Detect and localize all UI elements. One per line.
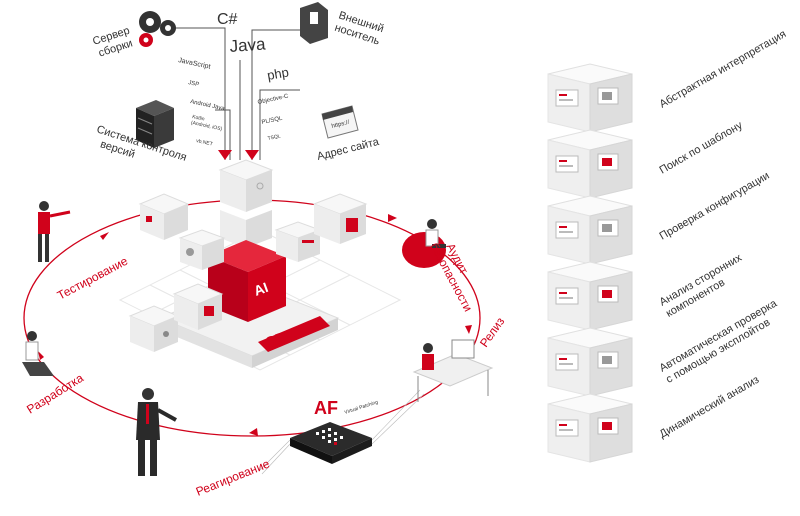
developer-figure: [22, 331, 54, 376]
af-device: [290, 422, 372, 464]
lang-android-java: Android Java: [190, 99, 226, 112]
middle-cube: [220, 210, 272, 248]
cycle-arrow: [388, 214, 397, 222]
input-arrow: [245, 150, 259, 160]
release-figure: [412, 339, 494, 402]
lang-vbnet: vb.NET: [196, 138, 214, 147]
tester-figure: [38, 201, 71, 262]
cycle-arrow: [249, 428, 258, 436]
auditor-figure: [402, 219, 446, 268]
module-cube: [178, 229, 226, 270]
scanner-cube: [218, 159, 274, 212]
lang-javascript: JavaScript: [178, 57, 211, 71]
analysis-cube: [547, 195, 633, 265]
cycle-arrow: [465, 325, 472, 334]
module-cube: [138, 193, 190, 240]
lang-csharp: C#: [217, 11, 238, 28]
cycle-arrow: [38, 351, 44, 360]
site-address-label: Адрес сайта: [316, 136, 381, 163]
af-label: AF: [314, 398, 338, 418]
cycle-arrow: [100, 232, 109, 240]
lang-jsp: JSP: [188, 80, 200, 88]
analysis-label: Поиск по шаблону: [658, 119, 746, 176]
af-sublabel: Virtual Patching: [344, 399, 379, 416]
external-media-label: Внешний носитель: [333, 9, 388, 48]
analysis-label: Анализ стороннихкомпонентов: [658, 252, 751, 320]
lang-kotlin: Kotlin (Android, iOS): [190, 114, 224, 132]
analysis-label: Проверка конфигурации: [658, 170, 772, 243]
module-cube: [274, 221, 322, 262]
lang-tsql: TSQL: [267, 133, 281, 142]
module-cube: [312, 193, 368, 244]
module-cube: [128, 305, 180, 352]
lang-php: php: [266, 64, 290, 83]
af-cables: [259, 389, 425, 475]
source-lines: [172, 27, 300, 160]
usb-drive-icon: [300, 2, 328, 44]
lang-plsql: PL/SQL: [261, 116, 283, 126]
url-text: https://: [331, 120, 350, 130]
analysis-label: Абстрактная интерпретация: [658, 28, 789, 110]
analysis-cube: [547, 129, 633, 199]
stage-testing-label: Тестирование: [55, 254, 131, 303]
build-server-label: Сервер сборки: [91, 24, 138, 61]
stage-release-label: Релиз: [477, 314, 508, 349]
ai-label: AI: [252, 279, 271, 299]
analysis-cube: [547, 63, 633, 133]
gear-icon: [139, 11, 176, 47]
browser-window-icon: [321, 105, 359, 139]
analysis-cube: [547, 393, 633, 463]
lang-objc: Objective-C: [257, 93, 290, 106]
module-cube: [172, 283, 224, 330]
lang-java: Java: [229, 34, 267, 55]
input-arrow: [218, 150, 232, 160]
stage-response-label: Реагирование: [194, 456, 272, 498]
analysis-cube: [547, 261, 633, 331]
server-rack-icon: [136, 100, 174, 148]
responder-figure: [136, 388, 177, 476]
analysis-cube: [547, 327, 633, 397]
